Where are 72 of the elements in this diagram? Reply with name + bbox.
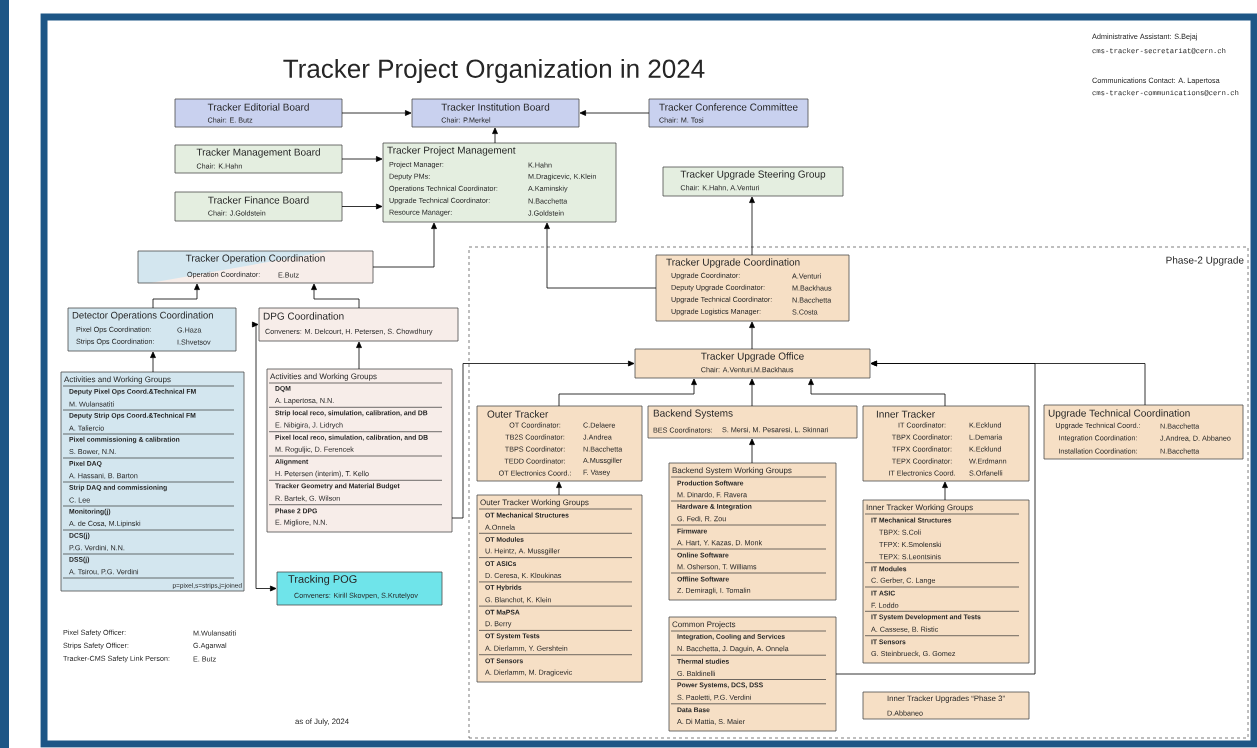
org-box — [634, 348, 871, 379]
list-box — [668, 462, 837, 601]
arrow — [341, 110, 412, 116]
box-title: Tracker Management Board — [196, 148, 320, 158]
arrow — [579, 110, 650, 116]
arrow — [835, 360, 1036, 675]
org-box — [258, 307, 459, 342]
box-title: Tracker Upgrade Coordination — [666, 258, 800, 268]
box-title: Tracker Operation Coordination — [185, 254, 325, 264]
list-box — [60, 371, 245, 592]
org-box — [411, 98, 580, 128]
arrow — [808, 378, 946, 407]
box-title: Tracker Editorial Board — [207, 103, 309, 111]
box-title: Upgrade Technical Coordination — [1048, 409, 1190, 419]
org-box — [174, 98, 343, 128]
list-heading: Activities and Working Groups — [64, 376, 171, 384]
arrow — [749, 321, 755, 350]
box-title: Tracker Upgrade Office — [701, 352, 804, 362]
list-heading: Backend System Working Groups — [672, 467, 792, 475]
arrow — [311, 283, 360, 309]
arrow — [152, 283, 200, 309]
list-heading: Common Projects — [672, 621, 736, 629]
org-box — [655, 254, 850, 322]
org-box — [862, 691, 1030, 720]
org-box — [647, 405, 858, 439]
box-title: Tracking POG — [288, 574, 357, 586]
box-title: Backend Systems — [653, 409, 733, 419]
arrow — [749, 378, 755, 407]
org-box — [1043, 404, 1244, 460]
double-arrow — [251, 321, 277, 592]
box-title: Tracker Upgrade Steering Group — [680, 170, 826, 180]
arrow — [150, 351, 156, 373]
dashed-region — [468, 246, 1249, 739]
org-box — [648, 98, 809, 128]
list-box — [862, 499, 1030, 664]
arrow — [451, 360, 635, 519]
box-title: Inner Tracker — [876, 410, 935, 418]
arrow — [749, 438, 755, 464]
org-box — [662, 166, 844, 197]
box-title: Tracker Finance Board — [208, 196, 309, 204]
arrow — [341, 203, 383, 210]
arrow — [356, 341, 362, 370]
page-title: Tracker Project Organization in 2024 — [283, 58, 705, 84]
org-box — [862, 405, 1030, 482]
box-title: Tracker Project Management — [387, 146, 516, 156]
list-heading: Inner Tracker Working Groups — [866, 504, 973, 512]
list-box — [266, 368, 453, 533]
box-title: Tracker Institution Board — [441, 103, 550, 111]
org-box — [67, 307, 237, 352]
arrow — [556, 481, 562, 496]
arrow — [341, 156, 383, 162]
box-title: Detector Operations Coordination — [72, 311, 213, 321]
list-box — [476, 494, 643, 683]
org-box — [174, 191, 343, 222]
arrow — [492, 127, 498, 144]
list-heading: Outer Tracker Working Groups — [480, 499, 589, 507]
org-box — [174, 144, 343, 174]
list-heading: Activities and Working Groups — [270, 373, 377, 381]
box-title: Tracker Conference Committee — [659, 103, 798, 111]
list-box — [668, 616, 837, 732]
arrow — [749, 196, 755, 256]
arrow — [558, 378, 697, 407]
arrow — [544, 222, 657, 289]
org-box — [276, 571, 443, 606]
org-box — [137, 250, 374, 284]
org-box — [476, 405, 643, 482]
arrow — [942, 481, 948, 501]
arrow — [372, 222, 437, 268]
region-label: Phase-2 Upgrade — [1166, 256, 1244, 266]
box-title: Outer Tracker — [487, 410, 549, 418]
box-title: DPG Coordination — [263, 312, 344, 320]
org-box — [382, 142, 617, 223]
